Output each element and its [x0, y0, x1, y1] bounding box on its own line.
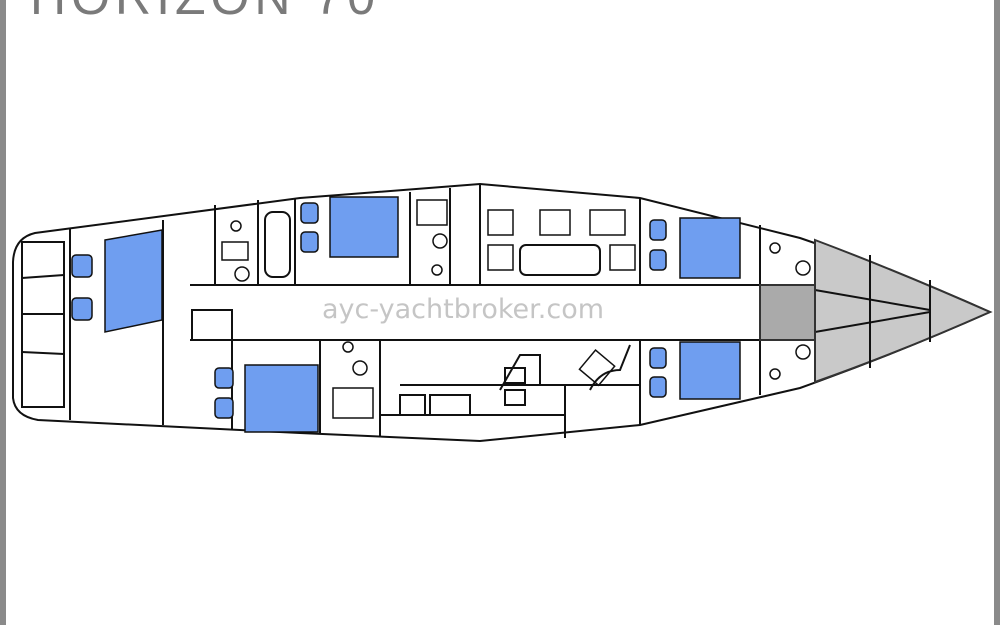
- left-frame: [0, 0, 6, 625]
- boat-title: HORIZON 70: [30, 0, 380, 26]
- watermark: ayc-yachtbroker.com: [322, 294, 605, 325]
- berth: [244, 364, 319, 433]
- berth: [679, 341, 741, 400]
- right-frame: [994, 0, 1000, 625]
- forepeak: [814, 238, 993, 384]
- berths: [71, 196, 741, 433]
- berth: [329, 196, 399, 258]
- aft-berth: [104, 229, 163, 333]
- berth: [679, 217, 741, 279]
